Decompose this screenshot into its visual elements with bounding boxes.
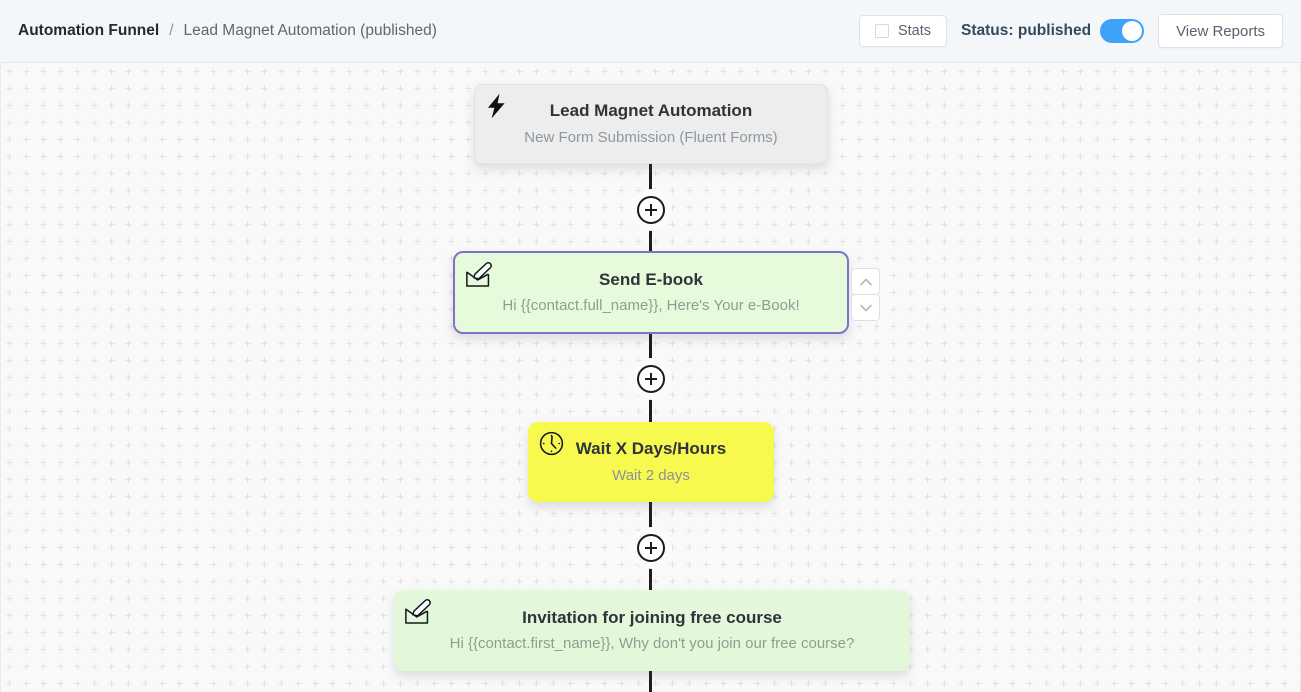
breadcrumb: Automation Funnel / Lead Magnet Automati… <box>18 22 437 40</box>
send-ebook-node-title: Send E-book <box>599 269 703 289</box>
move-step-down-button[interactable] <box>851 294 880 321</box>
chevron-up-icon <box>859 278 872 285</box>
status-toggle-knob <box>1122 21 1143 41</box>
breadcrumb-separator: / <box>169 22 174 39</box>
trigger-node[interactable]: Lead Magnet Automation New Form Submissi… <box>474 84 828 164</box>
header-actions: Stats Status: published View Reports <box>858 14 1283 48</box>
status-label: Status: published <box>961 22 1092 39</box>
add-step-button-2[interactable] <box>637 365 665 393</box>
send-ebook-node[interactable]: Send E-book Hi {{contact.full_name}}, He… <box>453 251 849 334</box>
stats-button[interactable]: Stats <box>858 15 948 47</box>
email-compose-icon <box>465 261 495 293</box>
send-ebook-node-subtitle: Hi {{contact.full_name}}, Here's Your e-… <box>502 297 800 315</box>
chevron-down-icon <box>859 304 872 311</box>
status-toggle[interactable] <box>1100 19 1145 43</box>
lightning-bolt-icon <box>485 93 507 124</box>
top-header: Automation Funnel / Lead Magnet Automati… <box>0 0 1301 62</box>
stats-checkbox[interactable] <box>874 24 889 38</box>
stats-button-label: Stats <box>897 23 932 39</box>
add-step-button-3[interactable] <box>637 534 665 562</box>
breadcrumb-root[interactable]: Automation Funnel <box>18 22 160 39</box>
email-compose-icon <box>404 598 434 630</box>
trigger-node-subtitle: New Form Submission (Fluent Forms) <box>524 128 778 146</box>
invitation-node-subtitle: Hi {{contact.first_name}}, Why don't you… <box>449 635 855 653</box>
view-reports-button[interactable]: View Reports <box>1158 14 1283 48</box>
invitation-node-title: Invitation for joining free course <box>522 607 782 627</box>
view-reports-label: View Reports <box>1176 22 1265 40</box>
breadcrumb-current: Lead Magnet Automation (published) <box>183 22 437 39</box>
trigger-node-title: Lead Magnet Automation <box>549 101 753 121</box>
wait-node-subtitle: Wait 2 days <box>612 466 690 484</box>
wait-node[interactable]: Wait X Days/Hours Wait 2 days <box>528 422 774 502</box>
wait-node-title: Wait X Days/Hours <box>575 439 727 459</box>
add-step-button-1[interactable] <box>637 196 665 224</box>
automation-canvas: Lead Magnet Automation New Form Submissi… <box>0 62 1301 692</box>
clock-icon <box>538 430 565 462</box>
status-control: Status: published <box>961 19 1145 43</box>
invitation-node[interactable]: Invitation for joining free course Hi {{… <box>394 590 910 671</box>
move-step-up-button[interactable] <box>851 268 880 295</box>
